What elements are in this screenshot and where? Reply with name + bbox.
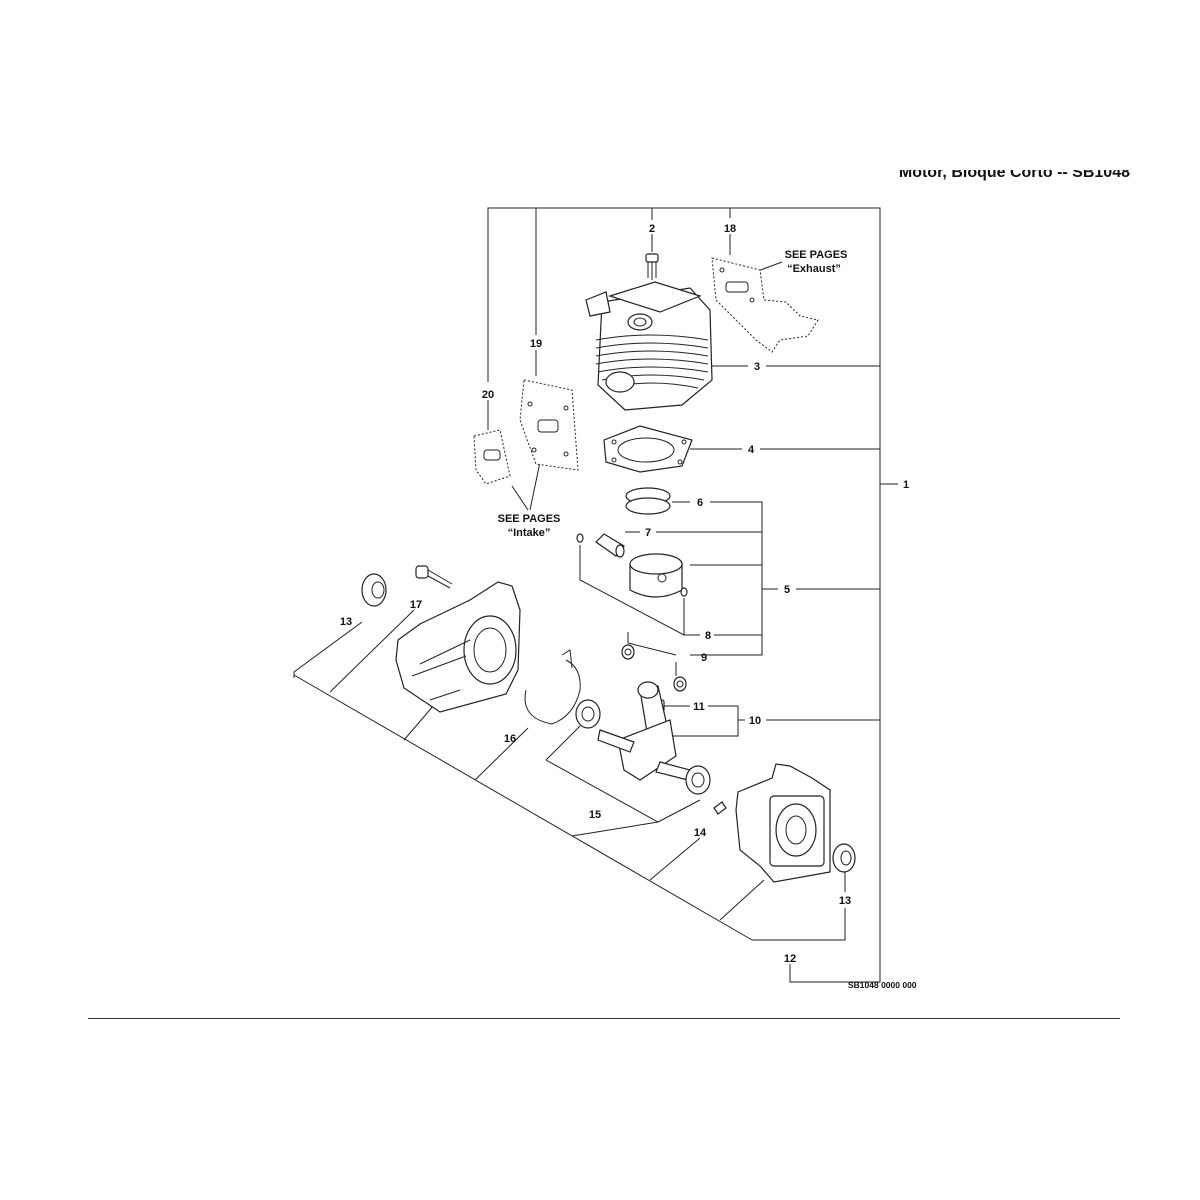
exhaust-note-line2: “Exhaust”: [787, 263, 841, 275]
page-title: Motor, Bloque Corto -- SB1048: [830, 170, 1130, 192]
exhaust-note-line1: SEE PAGES: [785, 249, 848, 261]
callout-14: 14: [694, 827, 707, 839]
bottom-rule: [88, 1018, 1120, 1019]
part-crankshaft-10: [597, 681, 691, 781]
callout-1: 1: [903, 479, 909, 491]
callout-13-left: 13: [340, 616, 352, 628]
callout-9: 9: [701, 652, 707, 664]
callout-2: 2: [649, 223, 655, 235]
leader-lines: [293, 207, 898, 983]
callout-8: 8: [705, 630, 711, 642]
part-intake-gasket-19: [519, 379, 579, 471]
page-title-text: Motor, Bloque Corto -- SB1048: [898, 170, 1130, 181]
callout-6: 6: [697, 497, 703, 509]
callout-16: 16: [504, 733, 516, 745]
part-dowel-pin-14: [713, 801, 727, 815]
part-snap-ring-16: [524, 649, 581, 725]
part-piston: [629, 553, 683, 598]
intake-note: SEE PAGES “Intake”: [498, 513, 561, 539]
part-bearing-15: [575, 699, 711, 795]
part-piston-rings-6: [625, 487, 671, 515]
callout-7: 7: [645, 527, 651, 539]
part-oil-seal-13-right: [832, 843, 856, 873]
intake-note-line1: SEE PAGES: [498, 513, 561, 525]
part-screw-2: [645, 253, 659, 280]
part-washer-9: [621, 644, 687, 692]
part-oil-seal-13-left: [361, 573, 387, 607]
callout-5: 5: [784, 584, 790, 596]
callout-20: 20: [482, 389, 494, 401]
part-cylinder-3: [585, 281, 713, 411]
callout-4: 4: [748, 444, 755, 456]
callout-11: 11: [693, 701, 705, 713]
intake-note-line2: “Intake”: [508, 527, 551, 539]
part-head-gasket-4: [603, 425, 693, 473]
callout-10: 10: [749, 715, 761, 727]
part-crankcase-left: [395, 581, 521, 713]
part-exhaust-gasket-18: [711, 257, 819, 353]
part-piston-pin-7: [595, 533, 625, 558]
figure-code: SB1048 0000 000: [848, 980, 917, 990]
part-crankcase-right: [735, 763, 831, 883]
part-circlip-8: [576, 533, 688, 597]
callout-3: 3: [754, 361, 760, 373]
callout-17: 17: [410, 599, 422, 611]
callout-18: 18: [724, 223, 736, 235]
callout-15: 15: [589, 809, 601, 821]
callout-labels: 1 2 3 4 5 6 7 8 9 10 11 12 13 13 14 15 1…: [340, 223, 909, 965]
callout-13-right: 13: [839, 895, 851, 907]
callout-12: 12: [784, 953, 796, 965]
part-insulator-20: [473, 429, 511, 485]
callout-19: 19: [530, 338, 542, 350]
part-screw-17: [415, 565, 453, 589]
exhaust-note: SEE PAGES “Exhaust”: [785, 249, 848, 275]
